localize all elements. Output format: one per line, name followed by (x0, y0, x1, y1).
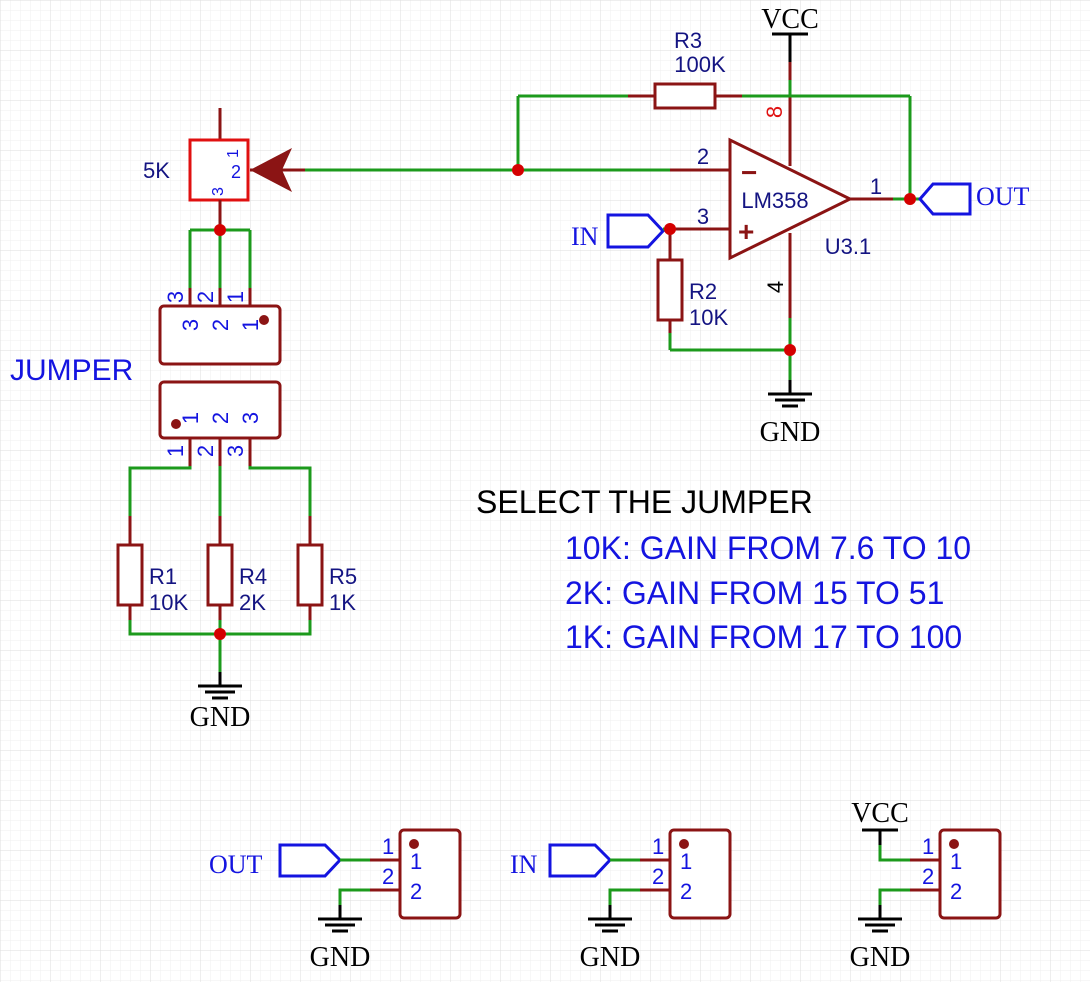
opamp-minus: − (741, 157, 757, 188)
jumper-bottom-outer-pin-a: 1 (163, 445, 188, 457)
vcc-label: VCC (761, 4, 819, 35)
jumper-bottom-inner-pin-c: 3 (238, 412, 263, 424)
jumper-header-top[interactable] (158, 304, 282, 366)
notes-line-1: 10K: GAIN FROM 7.6 TO 10 (565, 530, 971, 566)
junction-pot (214, 224, 226, 236)
pot-pin1: 1 (225, 149, 242, 158)
pot-value: 5K (143, 158, 170, 183)
connector-in-pin2-inner: 2 (680, 879, 692, 904)
jumper-bottom-inner-pin-a: 1 (178, 412, 203, 424)
pot-pin2: 2 (231, 162, 241, 182)
r1-ref: R1 (149, 564, 177, 589)
connector-out-pin2-inner: 2 (410, 879, 422, 904)
junction-resistor-bus (214, 628, 226, 640)
jumper-top-inner-pin-b: 2 (208, 319, 233, 331)
resistor-r5[interactable] (296, 543, 324, 607)
pot-pin3: 3 (210, 187, 227, 196)
out-port-label: OUT (976, 182, 1030, 211)
connector-vcc-header[interactable] (938, 828, 1002, 920)
junction-gnd (784, 344, 796, 356)
vcc-pin-number: 8 (762, 106, 787, 118)
r4-ref: R4 (239, 564, 267, 589)
opamp-section: VCC 8 R3 100K 2 − + LM358 U3.1 1 OUT (250, 4, 1030, 448)
connector-vcc-pin2-inner: 2 (950, 879, 962, 904)
resistor-r3[interactable] (653, 82, 717, 110)
jumper-notes: SELECT THE JUMPER 10K: GAIN FROM 7.6 TO … (476, 484, 971, 655)
connector-vcc-pin1-inner: 1 (950, 849, 962, 874)
gain-resistors: R1 10K R4 2K R5 1K GND (116, 466, 357, 733)
connector-in-header[interactable] (668, 828, 732, 920)
gnd-label-connector-out: GND (310, 942, 371, 973)
jumper-bottom-outer-pin-b: 2 (193, 445, 218, 457)
potentiometer-5k[interactable]: 5K 1 2 3 (143, 108, 292, 230)
resistor-r4[interactable] (206, 543, 234, 607)
jumper-top-inner-pin-a: 3 (178, 319, 203, 331)
r5-ref: R5 (329, 564, 357, 589)
pin3-number: 3 (697, 204, 709, 229)
connector-out-pin1-outer: 1 (382, 834, 394, 859)
opamp-plus: + (738, 216, 754, 247)
r3-value: 100K (674, 52, 726, 77)
junction-input (664, 223, 676, 235)
jumper-bottom-inner-pin-b: 2 (208, 412, 233, 424)
resistor-r1[interactable] (116, 543, 144, 607)
r1-value: 10K (149, 590, 188, 615)
in-port-label: IN (571, 222, 599, 251)
connector-out-header[interactable] (398, 828, 462, 920)
junction-output (904, 193, 916, 205)
connector-vcc-pin1-outer: 1 (922, 834, 934, 859)
jumper-top-outer-pin-a: 3 (163, 291, 188, 303)
connector-in-pin1-inner: 1 (680, 849, 692, 874)
connector-in-port[interactable] (548, 843, 613, 878)
connector-vcc-label: VCC (851, 798, 909, 829)
connector-vcc: VCC 1 2 1 2 GND (850, 798, 1002, 973)
gnd-label-opamp: GND (760, 417, 821, 448)
gnd-label-connector-vcc: GND (850, 942, 911, 973)
gnd-label-connector-in: GND (580, 942, 641, 973)
opamp-part: LM358 (741, 188, 808, 213)
r4-value: 2K (239, 590, 266, 615)
connector-out: OUT 1 2 1 2 GND (209, 828, 462, 973)
connector-in: IN 1 2 1 2 GND (510, 828, 732, 973)
in-port[interactable] (606, 213, 666, 249)
jumper-top-outer-pin-b: 2 (193, 291, 218, 303)
connector-out-port[interactable] (278, 843, 343, 878)
pin2-number: 2 (697, 144, 709, 169)
jumper-label: JUMPER (10, 354, 133, 387)
r2-value: 10K (689, 305, 728, 330)
connector-out-port-label: OUT (209, 850, 263, 879)
pin4-number: 4 (763, 281, 788, 293)
pot-wiper-arrow (250, 148, 292, 192)
jumper-section: 3 2 1 3 2 1 JUMPER 1 2 3 1 2 3 (10, 224, 282, 466)
opamp-ref: U3.1 (825, 234, 871, 259)
connector-vcc-pin2-outer: 2 (922, 864, 934, 889)
notes-heading: SELECT THE JUMPER (476, 484, 813, 520)
r5-value: 1K (329, 590, 356, 615)
jumper-header-bottom[interactable] (158, 380, 282, 440)
pin1-number: 1 (870, 174, 882, 199)
connector-in-port-label: IN (510, 850, 538, 879)
notes-line-2: 2K: GAIN FROM 15 TO 51 (565, 575, 944, 611)
out-port[interactable] (918, 182, 972, 216)
r2-ref: R2 (689, 279, 717, 304)
junction-feedback (512, 164, 524, 176)
resistor-r2[interactable] (656, 258, 684, 322)
r3-ref: R3 (674, 28, 702, 53)
notes-line-3: 1K: GAIN FROM 17 TO 100 (565, 619, 962, 655)
opamp-lm358[interactable] (728, 137, 854, 261)
gnd-label-resistors: GND (190, 702, 251, 733)
connector-out-pin2-outer: 2 (382, 864, 394, 889)
jumper-top-inner-pin-c: 1 (238, 319, 263, 331)
jumper-top-outer-pin-c: 1 (223, 291, 248, 303)
connector-in-pin1-outer: 1 (652, 834, 664, 859)
jumper-bottom-outer-pin-c: 3 (223, 445, 248, 457)
connector-out-pin1-inner: 1 (410, 849, 422, 874)
connector-in-pin2-outer: 2 (652, 864, 664, 889)
